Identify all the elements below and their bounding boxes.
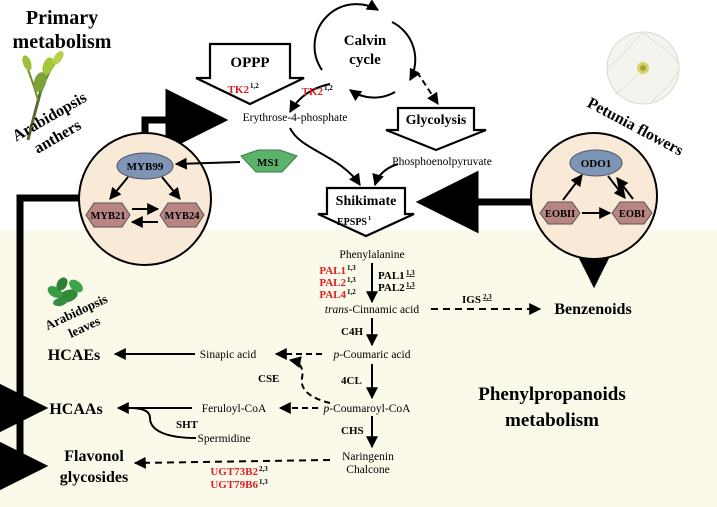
odo1-node [569, 149, 623, 177]
tk2-oppp-superscript: 1,2 [250, 82, 259, 90]
ugt79b6-superscript: 1,3 [259, 478, 268, 486]
tk2-calvin-superscript: 1,2 [324, 84, 333, 92]
petunia-regulation-circle [530, 132, 658, 260]
4cl-enzyme: 4CL [341, 375, 362, 387]
trans-cinnamic-acid-label: trans-Cinnamic acid [325, 304, 419, 316]
phenylalanine-label: Phenylalanine [339, 249, 404, 261]
cinnamic-acid-name: -Cinnamic acid [349, 304, 420, 316]
p-coumaroyl-name: -Coumaroyl-CoA [329, 403, 411, 415]
phosphoenolpyruvate-label: Phosphoenolpyruvate [392, 156, 492, 168]
epsps-superscript: 1 [368, 215, 371, 222]
pal1-left-superscript: 1,3 [347, 264, 356, 272]
myb21-node [85, 202, 131, 228]
flavonol-label-line2: glycosides [60, 469, 128, 486]
myb24-node [159, 202, 205, 228]
ugt73b2-gene: UGT73B2 [210, 466, 258, 478]
calvin-cycle-label-line2: cycle [349, 52, 381, 68]
ugt73b2-superscript: 2,3 [259, 465, 268, 473]
shikimate-block-arrow [317, 186, 415, 238]
feruloyl-coa-label: Feruloyl-CoA [202, 403, 267, 415]
primary-metabolism-heading-line1: Primary [26, 7, 98, 29]
epsps-gene: EPSPS [337, 217, 367, 228]
igs-superscript: 2,3 [483, 293, 492, 301]
c4h-enzyme: C4H [341, 326, 363, 338]
flavonol-label-line1: Flavonol [64, 448, 124, 465]
ms1-label: MS1 [257, 157, 279, 169]
eobi-label: EOBI [619, 209, 645, 220]
trans-prefix: trans [325, 304, 349, 316]
cse-enzyme: CSE [258, 373, 279, 385]
naringenin-label-line1: Naringenin [342, 451, 394, 463]
pal1-right-superscript: 1,3 [406, 269, 415, 277]
spermidine-join-line [129, 407, 197, 439]
pal1-left-gene: PAL1 [319, 265, 346, 277]
naringenin-label-line2: Chalcone [346, 464, 389, 476]
p-coumaric-prefix: p [333, 349, 340, 361]
myb99-label: MYB99 [127, 161, 164, 173]
anther-illustration [22, 51, 64, 141]
naringenin-to-flavonol-dashed-arrow [133, 456, 331, 469]
eobii-to-odo1-arrow [562, 174, 583, 201]
myb99-to-myb21-arrow [109, 176, 129, 200]
arabidopsis-leaves-illustration [47, 277, 83, 307]
oppp-block-arrow [195, 42, 305, 106]
benzenoids-label: Benzenoids [554, 301, 631, 318]
phenylpropanoids-heading-line1: Phenylpropanoids [478, 384, 625, 405]
p-coumaric-name: -Coumaric acid [339, 349, 410, 361]
shikimate-label: Shikimate [336, 194, 397, 209]
primary-metabolism-heading-line2: metabolism [13, 31, 112, 53]
oppp-label: OPPP [230, 55, 269, 71]
myb99-node [116, 152, 174, 180]
phenylpropanoids-heading-line2: metabolism [505, 410, 599, 431]
glycolysis-block-arrow [385, 106, 487, 152]
chs-enzyme: CHS [341, 425, 364, 437]
igs-gene: IGS [462, 294, 481, 306]
myb99-to-myb24-arrow [161, 176, 181, 200]
anther-regulation-to-e4p-arrow [141, 88, 229, 152]
pep-to-shikimate-arrow [372, 163, 399, 187]
petunia-flower-illustration [606, 31, 680, 105]
erythrose-4-phosphate-label: Erythrose-4-phosphate [243, 112, 348, 124]
p-coumaroyl-prefix: p [323, 403, 330, 415]
eobi-node [611, 201, 653, 225]
pal2-left-gene: PAL2 [319, 277, 346, 289]
pal2-right-gene: PAL2 [378, 282, 405, 294]
p-coumaroyl-coa-label: p-Coumaroyl-CoA [323, 403, 412, 415]
myb24-label: MYB24 [165, 211, 201, 222]
ms1-to-myb99-arrow [174, 157, 241, 170]
calvin-cycle-label-line1: Calvin [344, 33, 387, 49]
tk2-calvin-gene: TK2 [302, 86, 324, 98]
odo1-label: ODO1 [581, 158, 612, 170]
myb21-label: MYB21 [91, 211, 126, 222]
calvin-cycle-circle [313, 0, 421, 102]
sinapic-acid-label: Sinapic acid [200, 349, 257, 361]
glycolysis-label: Glycolysis [406, 113, 467, 128]
pal4-left-gene: PAL4 [319, 289, 346, 301]
ms1-node [240, 149, 298, 173]
eobi-to-odo1-arrow [616, 177, 634, 200]
e4p-to-shikimate-arrow [289, 127, 361, 186]
hcaas-label: HCAAs [49, 401, 102, 418]
tk2-oppp-gene: TK2 [228, 84, 250, 96]
sht-enzyme: SHT [176, 419, 199, 431]
ugt79b6-gene: UGT79B6 [210, 479, 258, 491]
calvin-to-glycolysis-dashed-arrow [416, 71, 439, 106]
p-coumaric-acid-label: p-Coumaric acid [333, 349, 411, 361]
cse-dashed-arrow [288, 356, 331, 404]
pal4-left-superscript: 1,2 [347, 288, 356, 296]
calvin-to-e4p-arrow [289, 83, 331, 114]
pal1-right-gene: PAL1 [378, 270, 405, 282]
eobii-node [539, 201, 581, 225]
spermidine-label: Spermidine [197, 433, 250, 445]
hcaes-label: HCAEs [48, 347, 100, 364]
pal2-right-superscript: 1,3 [406, 281, 415, 289]
pal2-left-superscript: 1,3 [347, 276, 356, 284]
eobii-label: EOBII [545, 209, 575, 220]
